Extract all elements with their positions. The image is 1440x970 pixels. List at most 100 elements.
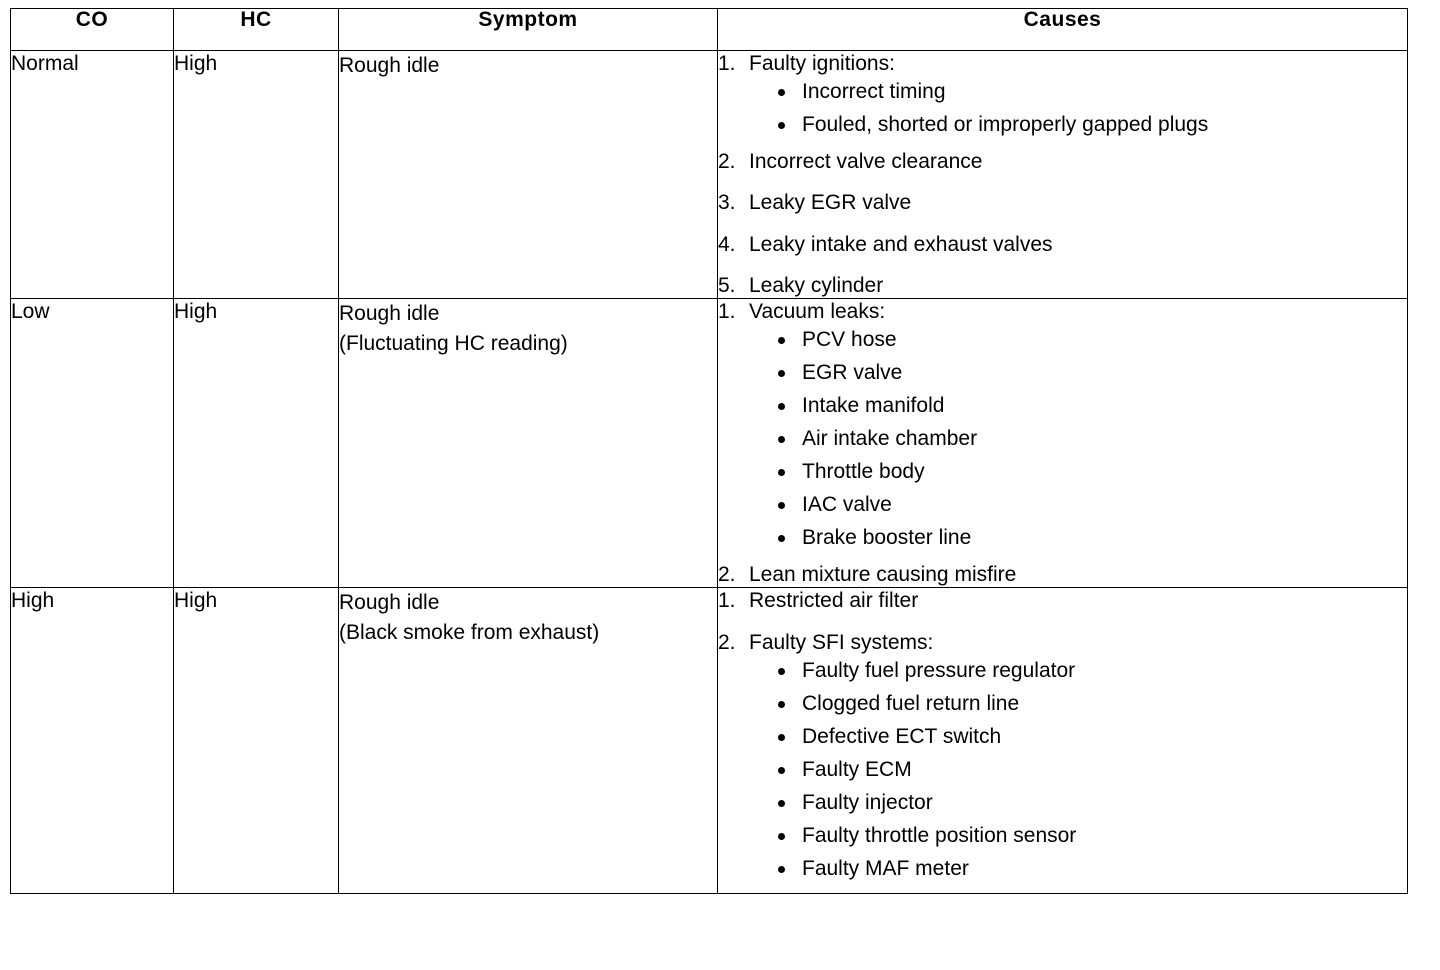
- list-item-label: Incorrect timing: [802, 80, 946, 104]
- list-item-label: Fouled, shorted or improperly gapped plu…: [802, 113, 1209, 137]
- cause-number: 3.: [718, 191, 736, 215]
- bullet-icon: [778, 667, 785, 675]
- list-item-label: Faulty ECM: [802, 757, 912, 781]
- symptom-line: Rough idle: [339, 301, 440, 325]
- cell-co: High: [10, 587, 174, 894]
- cause-item: 4.Leaky intake and exhaust valves: [718, 232, 1407, 257]
- cause-text: Lean mixture causing misfire: [749, 563, 1017, 587]
- list-item-label: Intake manifold: [802, 394, 945, 418]
- cell-co: Normal: [10, 50, 174, 299]
- cell-symptom: Rough idle (Fluctuating HC reading): [338, 297, 718, 589]
- column-header-causes: Causes: [717, 8, 1408, 51]
- cause-text: Leaky intake and exhaust valves: [749, 232, 1053, 256]
- cause-item: 1. Restricted air filter: [718, 588, 1407, 613]
- cause-text: Vacuum leaks:: [749, 299, 886, 323]
- symptom-line: (Black smoke from exhaust): [339, 621, 600, 645]
- list-item-label: PCV hose: [802, 328, 897, 352]
- cause-number: 1.: [718, 589, 736, 613]
- cause-number: 2.: [718, 150, 736, 174]
- list-item: Fouled, shorted or improperly gapped plu…: [749, 114, 1407, 135]
- list-item-label: Faulty throttle position sensor: [802, 823, 1077, 847]
- cell-symptom: Rough idle: [338, 50, 718, 299]
- cause-item: 2. Lean mixture causing misfire: [718, 562, 1407, 587]
- bullet-icon: [778, 535, 785, 543]
- cause-number: 2.: [718, 630, 736, 654]
- cause-text: Restricted air filter: [749, 589, 919, 613]
- cause-text: Faulty SFI systems:: [749, 630, 934, 654]
- bullet-icon: [778, 766, 785, 774]
- list-item: IAC valve: [749, 494, 1407, 515]
- list-item: Faulty fuel pressure regulator: [749, 660, 1407, 681]
- bullet-icon: [778, 832, 785, 840]
- cause-item: 3. Leaky EGR valve: [718, 190, 1407, 215]
- list-item: Air intake chamber: [749, 428, 1407, 449]
- bullet-icon: [778, 122, 785, 130]
- list-item-label: Brake booster line: [802, 526, 972, 550]
- cause-number: 2.: [718, 563, 736, 587]
- cause-number: 1.: [718, 299, 736, 323]
- cause-item: 5. Leaky cylinder: [718, 273, 1407, 298]
- list-item-label: Clogged fuel return line: [802, 691, 1020, 715]
- table-header: CO HC Symptom Causes: [10, 8, 1408, 51]
- list-item: Faulty MAF meter: [749, 858, 1407, 879]
- bullet-icon: [778, 370, 785, 378]
- list-item-label: IAC valve: [802, 493, 892, 517]
- bullet-icon: [778, 865, 785, 873]
- symptom-line: Rough idle: [339, 54, 440, 77]
- cell-hc: High: [173, 297, 339, 589]
- bullet-icon: [778, 700, 785, 708]
- bullet-icon: [778, 436, 785, 444]
- cause-text: Leaky EGR valve: [749, 191, 912, 215]
- list-item: PCV hose: [749, 329, 1407, 350]
- cause-number: 5.: [718, 273, 736, 297]
- list-item: Incorrect timing: [749, 81, 1407, 102]
- table-header-row: CO HC Symptom Causes: [10, 8, 1408, 51]
- column-header-symptom: Symptom: [338, 8, 718, 51]
- cause-text: Leaky cylinder: [749, 273, 884, 297]
- bullet-icon: [778, 733, 785, 741]
- list-item: Brake booster line: [749, 527, 1407, 548]
- symptom-line: Rough idle: [339, 591, 440, 615]
- cause-item: 2. Faulty SFI systems: Faulty fuel pressur…: [718, 630, 1407, 879]
- bullet-icon: [778, 89, 785, 97]
- list-item-label: Defective ECT switch: [802, 724, 1002, 748]
- column-header-co: CO: [10, 8, 174, 51]
- bullet-icon: [778, 403, 785, 411]
- bullet-icon: [778, 502, 785, 510]
- symptom-line: (Fluctuating HC reading): [339, 331, 568, 355]
- list-item: Defective ECT switch: [749, 726, 1407, 747]
- cell-causes: 1. Restricted air filter 2. Faulty SFI syst…: [717, 587, 1408, 894]
- bullet-icon: [778, 799, 785, 807]
- cause-text: Incorrect valve clearance: [749, 150, 983, 174]
- list-item-label: Throttle body: [802, 460, 925, 484]
- cell-hc: High: [173, 50, 339, 299]
- list-item: Faulty throttle position sensor: [749, 825, 1407, 846]
- list-item: Faulty injector: [749, 792, 1407, 813]
- cause-number: 1.: [718, 52, 736, 75]
- list-item-label: Air intake chamber: [802, 427, 978, 451]
- cause-item: 2. Incorrect valve clearance: [718, 149, 1407, 174]
- list-item-label: Faulty fuel pressure regulator: [802, 658, 1076, 682]
- list-item: Faulty ECM: [749, 759, 1407, 780]
- bullet-icon: [778, 337, 785, 345]
- list-item-label: Faulty injector: [802, 790, 933, 814]
- cell-co: Low: [10, 297, 174, 589]
- cell-hc: High: [173, 587, 339, 894]
- list-item-label: Faulty MAF meter: [802, 856, 969, 880]
- list-item: Clogged fuel return line: [749, 693, 1407, 714]
- cause-text: Faulty ignitions:: [749, 52, 895, 75]
- list-item: Intake manifold: [749, 395, 1407, 416]
- list-item: EGR valve: [749, 362, 1407, 383]
- bullet-icon: [778, 469, 785, 477]
